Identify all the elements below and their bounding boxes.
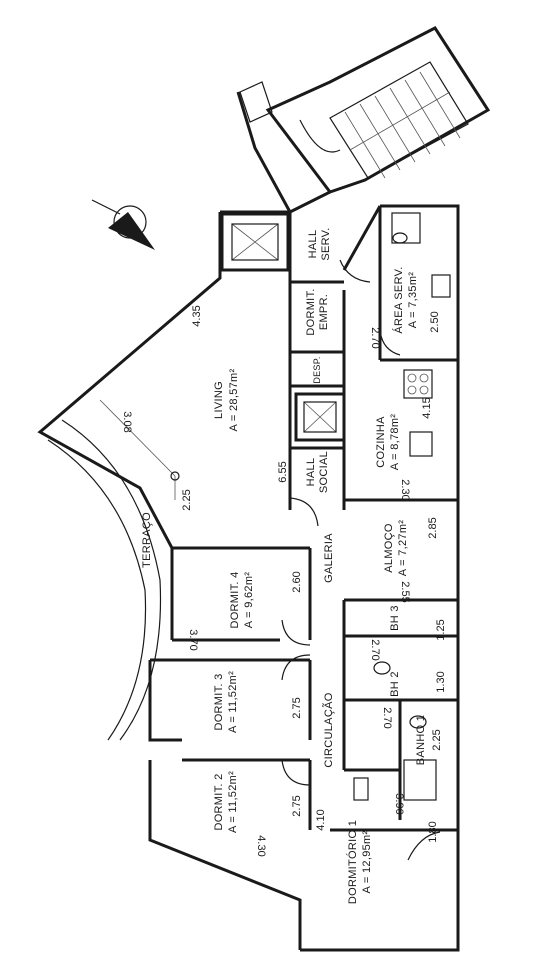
room-cozinha-area: A = 8,78m²: [389, 414, 401, 471]
toilet-icon: [392, 232, 408, 244]
sink-icon: [409, 431, 433, 457]
fixtures: [353, 212, 451, 801]
dim-2-70-empr: 2.70: [369, 327, 381, 348]
dim-6-55: 6.55: [277, 461, 289, 482]
room-hall-social-name: HALL: [305, 458, 317, 487]
dim-2-55: 2.55: [399, 581, 411, 602]
room-hall-serv-name2: SERV.: [320, 227, 332, 260]
dim-4-15: 4.15: [421, 397, 433, 418]
stove-icon: [403, 369, 433, 399]
washer-icon: [431, 274, 451, 298]
room-almoco-area: A = 7,27m²: [397, 520, 409, 577]
stair-core: [239, 26, 491, 194]
dim-2-85: 2.85: [427, 517, 439, 538]
dim-2-70-bh3: 2.70: [369, 639, 381, 660]
room-dormit-empr-name: DORMIT.: [305, 288, 317, 335]
dim-2-25-terraco: 2.25: [181, 489, 193, 510]
dim-2-25-banho1: 2.25: [431, 729, 443, 750]
room-dormit3-name: DORMIT. 3: [213, 673, 225, 730]
dim-1-25: 1.25: [435, 619, 447, 640]
room-living-name: LIVING: [213, 381, 225, 419]
dim-2-30: 2.30: [399, 479, 411, 500]
dim-1-80: 1.80: [427, 821, 439, 842]
room-hall-social-name2: SOCIAL: [318, 451, 330, 493]
room-hall-serv-name: HALL: [307, 230, 319, 259]
dim-1-30: 1.30: [435, 671, 447, 692]
dim-2-75-dormit3: 2.75: [291, 697, 303, 718]
toilet-icon: [409, 715, 427, 729]
dim-2-50: 2.50: [429, 311, 441, 332]
tank-icon: [391, 212, 421, 244]
room-area-serv-area: A = 7,35m²: [407, 272, 419, 329]
room-terraco-name: TERRAÇO: [141, 512, 153, 568]
room-dormit2-name: DORMIT. 2: [213, 773, 225, 830]
room-dormit-empr-name2: EMPR.: [318, 294, 330, 330]
north-arrow-icon: [91, 199, 155, 250]
washbasin-icon: [353, 777, 369, 801]
dim-2-70-banho1: 2.70: [381, 707, 393, 728]
dim-4-10: 4.10: [315, 809, 327, 830]
terrace: [47, 399, 180, 741]
dim-3-90: 3.90: [393, 793, 405, 814]
room-bh2-name: BH 2: [389, 671, 401, 697]
room-dormitorio1-name: DORMITÓRIO 1: [346, 820, 359, 904]
room-cozinha-name: COZINHA: [375, 416, 387, 468]
dim-3-70: 3.70: [187, 629, 199, 650]
toilet-icon: [373, 661, 391, 675]
room-dormit4-name: DORMIT. 4: [229, 571, 241, 628]
room-circulacao-name: CIRCULAÇÃO: [322, 692, 335, 767]
room-banho1-name: BANHO 1: [415, 715, 427, 765]
room-dormit2-area: A = 11,52m²: [227, 771, 239, 833]
dim-3-08: 3.08: [121, 411, 133, 432]
room-living-area: A = 28,57m²: [228, 369, 240, 432]
room-galeria-name: GALERIA: [323, 533, 335, 583]
outer-walls: [37, 91, 460, 952]
bathtub-icon: [403, 759, 437, 801]
room-dormit4-area: A = 9,62m²: [243, 572, 255, 629]
room-almoco-name: ALMOÇO: [383, 523, 395, 573]
dim-4-30: 4.30: [255, 835, 267, 856]
dim-2-75-dormit2: 2.75: [291, 795, 303, 816]
interior-walls: [150, 205, 458, 861]
room-dormitorio1-area: A = 12,95m²: [361, 831, 373, 894]
room-bh3-name: BH 3: [389, 605, 401, 631]
room-dormit3-area: A = 11,52m²: [227, 671, 239, 733]
dim-4-35: 4.35: [191, 305, 203, 326]
room-desp-name: DESP.: [312, 356, 322, 383]
room-area-serv-name: ÁREA SERV.: [392, 266, 405, 333]
dim-2-60: 2.60: [291, 571, 303, 592]
